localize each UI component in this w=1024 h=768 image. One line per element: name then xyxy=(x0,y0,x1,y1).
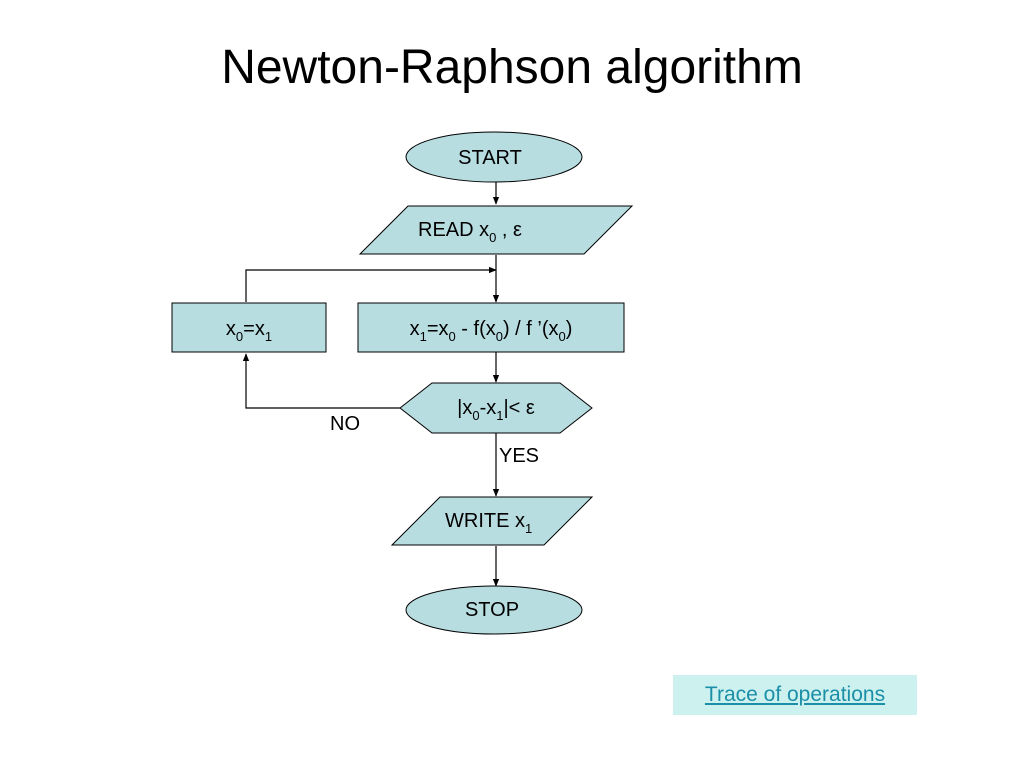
update-label: x0=x1 xyxy=(226,318,272,344)
start-ellipse xyxy=(405,131,583,183)
trace-of-operations-link[interactable]: Trace of operations xyxy=(704,683,886,706)
stop-node: STOP xyxy=(405,585,583,635)
compute-part: 0 xyxy=(559,329,566,344)
decision-node: |x0-x1|< ε xyxy=(399,382,593,434)
write-node: WRITE x1 xyxy=(390,496,594,546)
update-part: x xyxy=(226,318,236,340)
compute-node: x1=x0 - f(x0) / f ’(x0) xyxy=(357,302,625,353)
write-parallelogram xyxy=(390,496,594,546)
decision-label: |x0-x1|< ε xyxy=(457,397,535,423)
read-node: READ x0 , ε xyxy=(358,205,634,255)
compute-label: x1=x0 - f(x0) / f ’(x0) xyxy=(410,318,573,344)
update-box xyxy=(171,302,327,353)
edge-update-loopback xyxy=(245,266,497,302)
read-tail: , ε xyxy=(496,219,522,241)
decision-part: |x xyxy=(457,397,472,419)
compute-box xyxy=(357,302,625,353)
update-part: 1 xyxy=(265,329,272,344)
decision-part: -x xyxy=(480,397,497,419)
stop-ellipse xyxy=(405,585,583,635)
start-node: START xyxy=(405,131,583,183)
compute-part: 0 xyxy=(449,329,456,344)
page-title: Newton-Raphson algorithm xyxy=(221,41,803,94)
stop-label: STOP xyxy=(465,599,519,621)
compute-part: =x xyxy=(427,318,449,340)
read-sub: 0 xyxy=(489,230,496,245)
no-label: NO xyxy=(330,413,360,435)
compute-part: x xyxy=(410,318,420,340)
edge-decision-no-update xyxy=(242,353,400,409)
connectors xyxy=(242,182,500,587)
write-sub: 1 xyxy=(525,521,532,536)
compute-part: 1 xyxy=(420,329,427,344)
start-label: START xyxy=(458,147,522,169)
compute-part: ) xyxy=(566,318,573,340)
compute-part: - f(x xyxy=(456,318,496,340)
write-label: WRITE x1 xyxy=(445,510,532,536)
read-parallelogram xyxy=(358,205,634,255)
decision-part: 0 xyxy=(472,408,479,423)
update-part: 0 xyxy=(236,329,243,344)
decision-hexagon xyxy=(399,382,593,434)
write-text: WRITE x xyxy=(445,510,525,532)
read-label: READ x0 , ε xyxy=(418,219,522,245)
decision-part: 1 xyxy=(496,408,503,423)
compute-part: 0 xyxy=(496,329,503,344)
yes-label: YES xyxy=(499,445,539,467)
update-part: =x xyxy=(243,318,265,340)
update-node: x0=x1 xyxy=(171,302,327,353)
decision-part: |< ε xyxy=(503,397,534,419)
read-text: READ x xyxy=(418,219,489,241)
trace-link-box: Trace of operations xyxy=(673,675,917,715)
compute-part: ) / f ’(x xyxy=(503,318,559,340)
